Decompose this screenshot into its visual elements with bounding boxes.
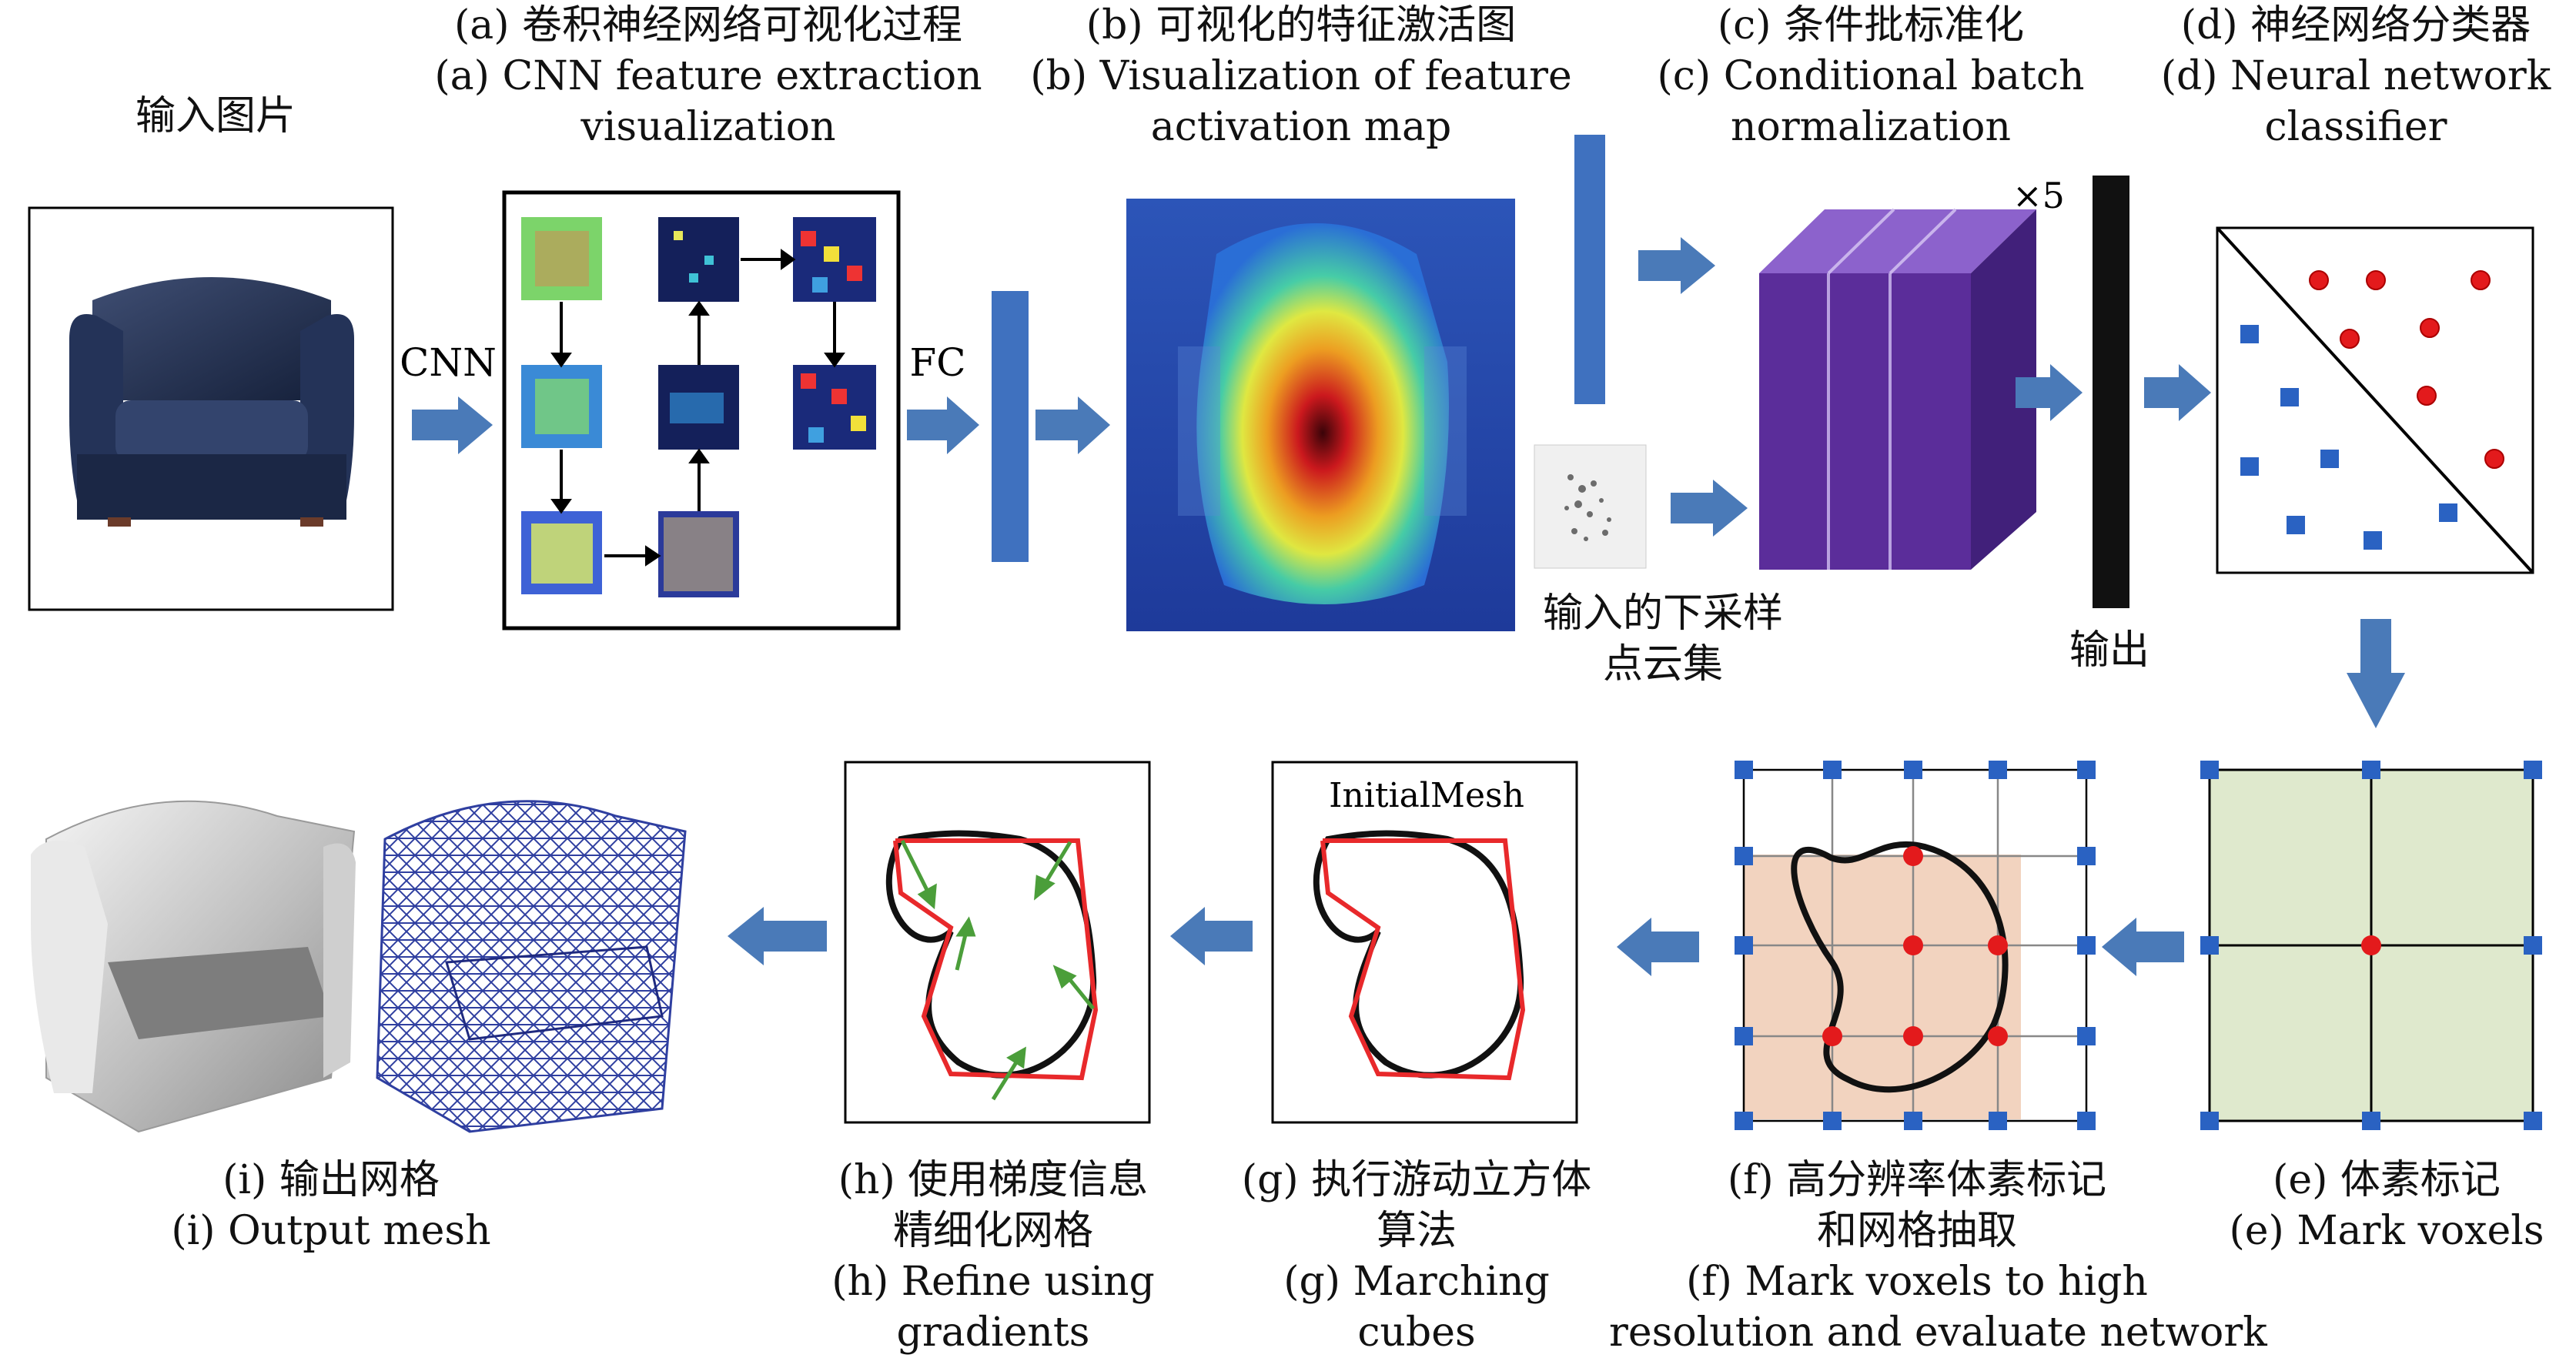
neural-network-classifier-panel (2216, 226, 2534, 574)
marching-cubes-panel: InitialMesh (1271, 761, 1578, 1124)
arrow-condition-to-cube (1638, 237, 1715, 294)
blue-armchair-photo (69, 277, 354, 527)
initial-mesh-label: InitialMesh (1329, 776, 1524, 815)
arrow-input-to-cnn (412, 396, 493, 454)
arrow-f-to-g (1617, 918, 1699, 976)
feature-activation-heatmap (1126, 199, 1515, 631)
output-bar (2093, 176, 2129, 608)
downsampled-point-cloud (1534, 444, 1647, 569)
output-label: 输出 (2069, 627, 2149, 674)
high-resolution-voxel-grid (1735, 761, 2096, 1130)
caption-i: (i) 输出网格(i) Output mesh (171, 1157, 491, 1254)
arrow-classifier-down (2347, 619, 2405, 728)
caption-e: (e) 体素标记(e) Mark voxels (2229, 1157, 2544, 1254)
caption-b: (b) 可视化的特征激活图(b) Visualization of featur… (1030, 2, 1572, 150)
condition-feature-bar (1574, 135, 1605, 404)
arrow-cube-to-output (2016, 364, 2083, 421)
fc-label: FC (910, 340, 966, 385)
arrow-fc-to-heatmap (1035, 396, 1110, 454)
times-five-label: ×5 (2012, 175, 2065, 216)
input-image-panel (28, 206, 394, 611)
arrow-h-to-i (728, 907, 827, 965)
output-mesh-shaded (31, 800, 356, 1133)
cnn-label: CNN (400, 340, 497, 385)
refine-gradients-panel (844, 761, 1151, 1124)
caption-f: (f) 高分辨率体素标记和网格抽取(f) Mark voxels to high… (1609, 1157, 2267, 1356)
cnn-visualization-panel (502, 190, 901, 630)
input-image-label: 输入图片 (135, 93, 296, 139)
arrow-cnn-to-fc (907, 396, 979, 454)
fc-feature-bar (992, 291, 1029, 562)
caption-a: (a) 卷积神经网络可视化过程(a) CNN feature extractio… (434, 2, 982, 150)
arrow-e-to-f (2102, 918, 2184, 976)
arrow-pointcloud-to-cube (1671, 480, 1748, 537)
voxel-labeling-grid (2200, 761, 2542, 1130)
point-cloud-label: 输入的下采样点云集 (1542, 590, 1783, 687)
arrow-output-to-classifier (2144, 364, 2211, 421)
output-mesh-wireframe (376, 800, 687, 1133)
arrow-g-to-h (1170, 907, 1253, 965)
conditional-batchnorm-cube (1759, 208, 2036, 570)
